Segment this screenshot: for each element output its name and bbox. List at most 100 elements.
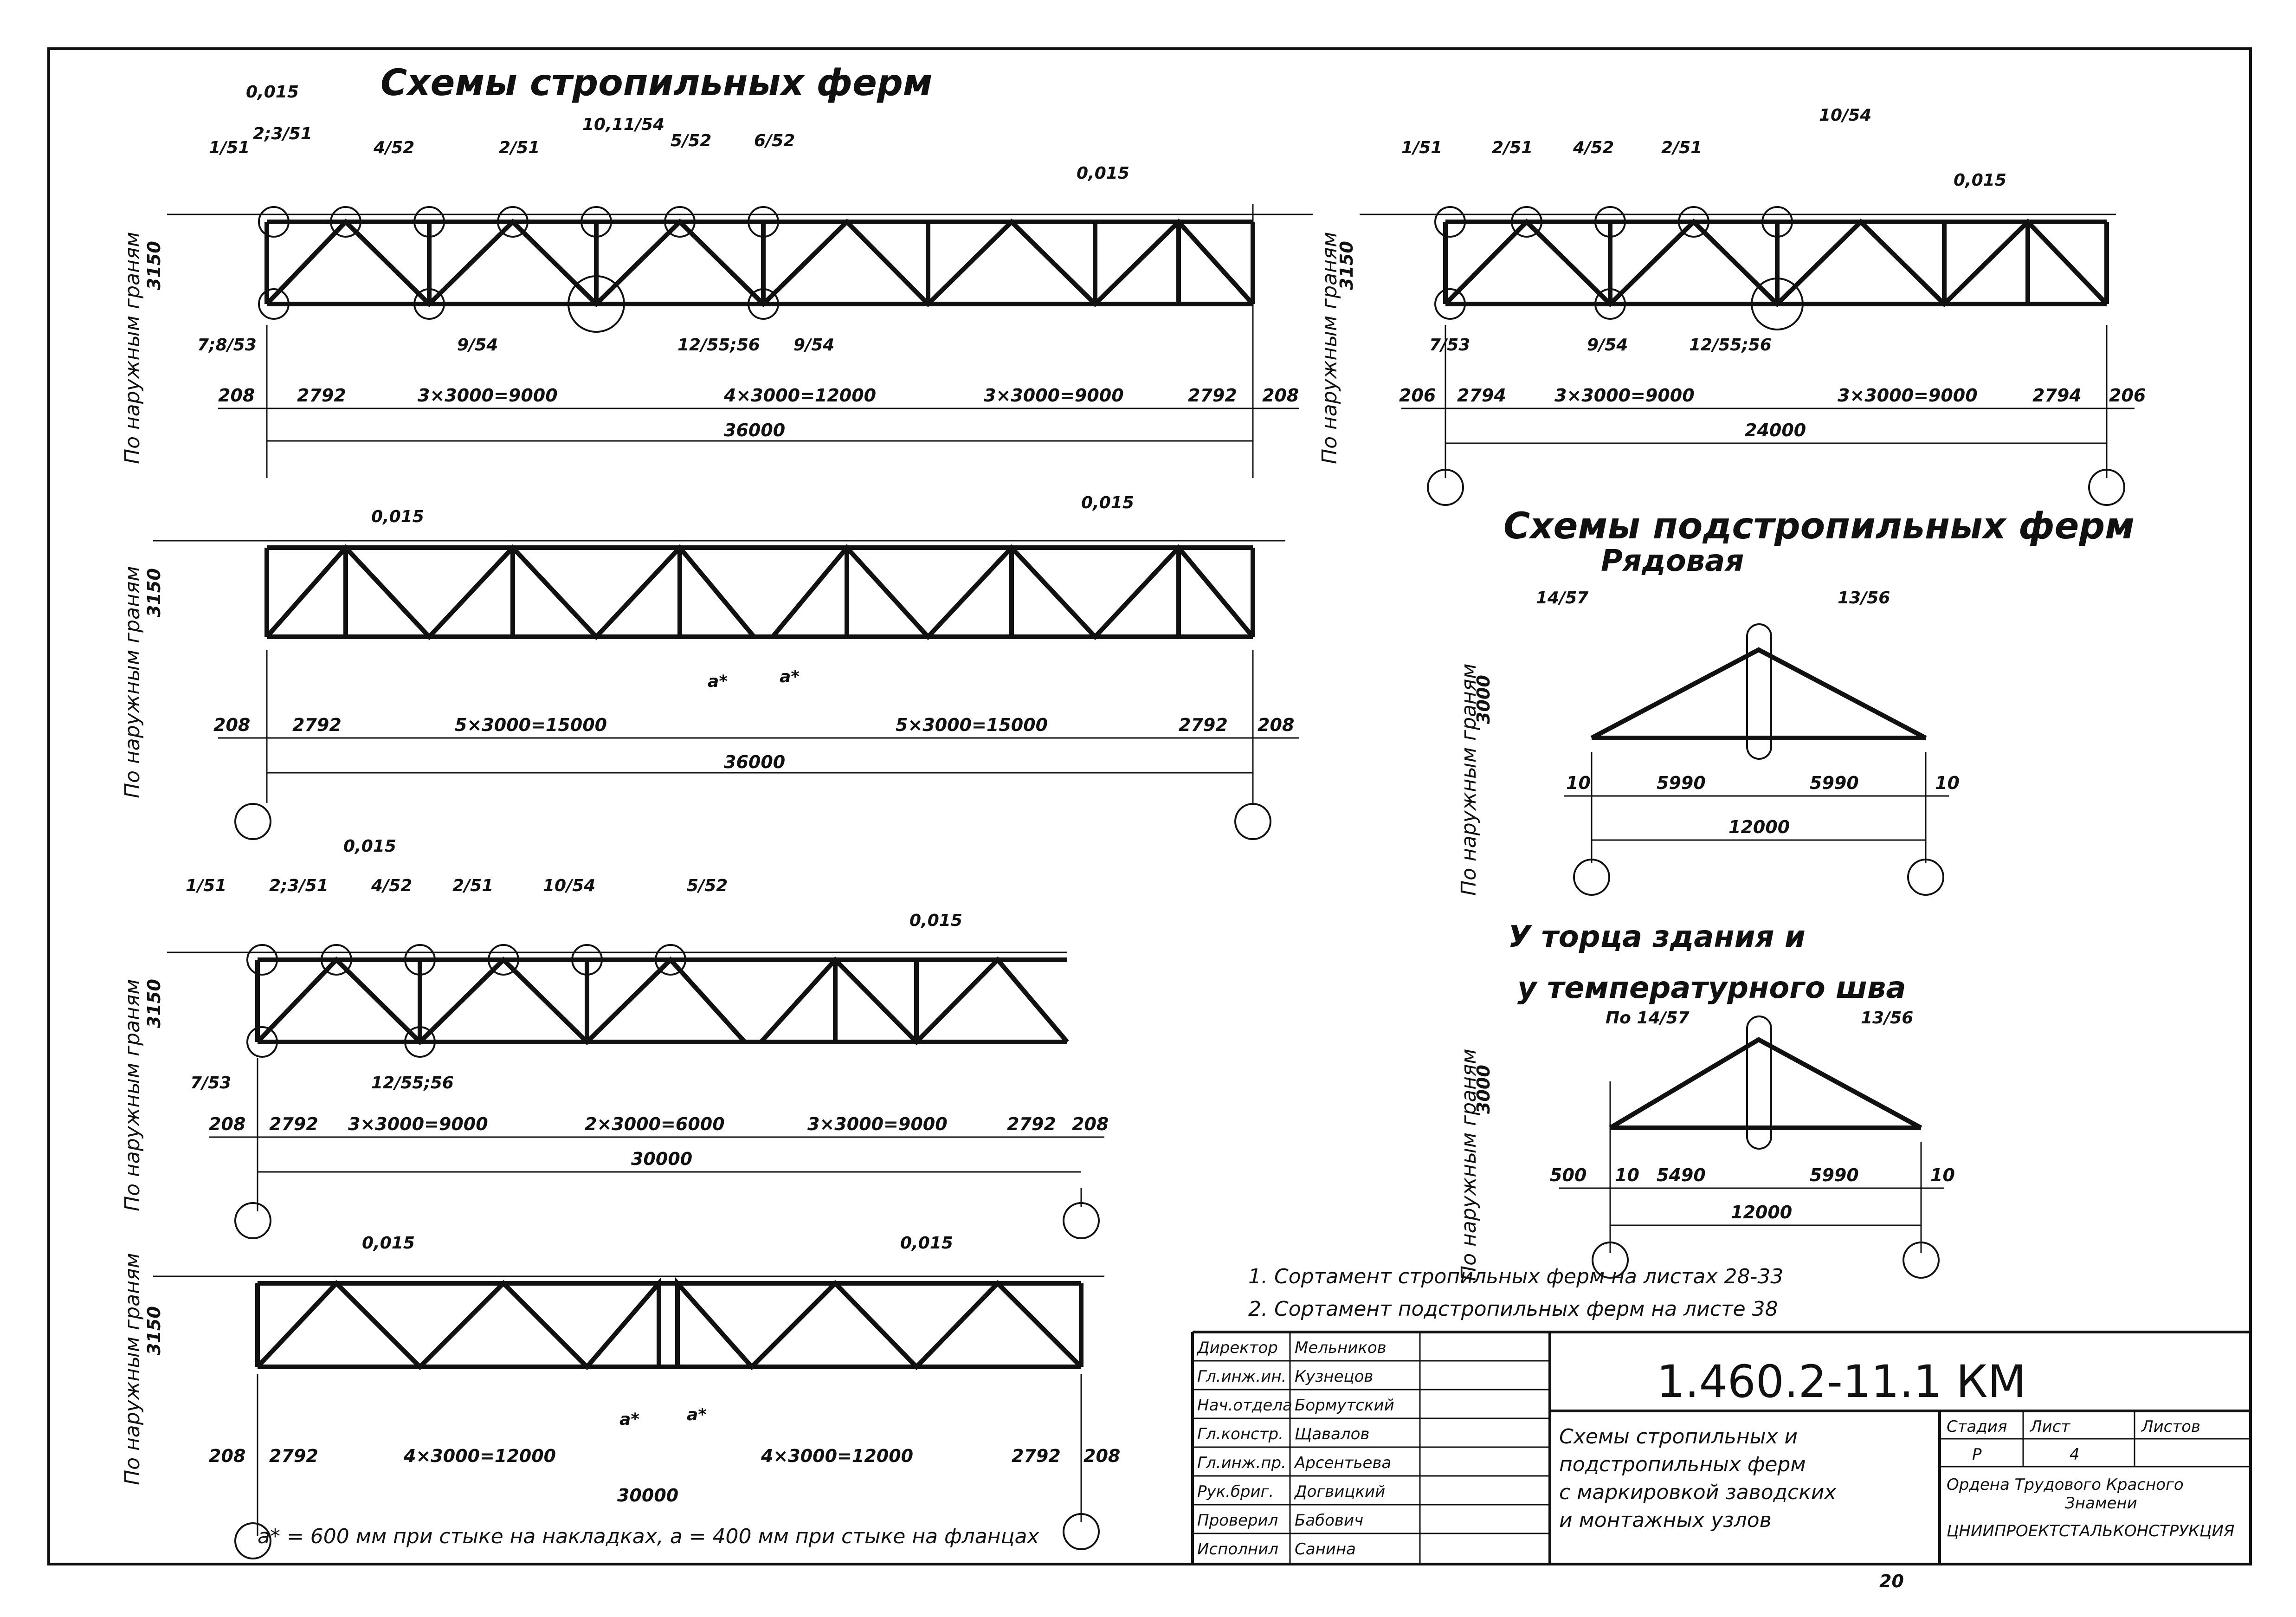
drawing-label-274: ЦНИИПРОЕКТСТАЛЬКОНСТРУКЦИЯ xyxy=(1947,1522,2235,1540)
drawing-label-36: 36000 xyxy=(724,420,785,440)
truss-30000-simple xyxy=(153,1275,1104,1559)
heading-roof-trusses: Схемы стропильных ферм xyxy=(381,62,933,104)
drawing-label-203: 10 xyxy=(1566,773,1591,793)
drawing-label-123: a* xyxy=(780,667,800,686)
drawing-label-254: Исполнил xyxy=(1197,1540,1278,1559)
drawing-label-122: a* xyxy=(708,672,728,691)
node-circle-72 xyxy=(1427,469,1464,506)
node-circle-73 xyxy=(2088,469,2125,506)
drawing-label-27: 3150 xyxy=(144,241,164,290)
drawing-label-206: 10 xyxy=(1935,773,1960,793)
drawing-label-34: 2792 xyxy=(1188,385,1237,406)
drawing-label-44: 5/52 xyxy=(671,131,711,150)
drawing-label-256: Кузнецов xyxy=(1295,1367,1373,1386)
drawing-label-261: Бабович xyxy=(1295,1511,1363,1530)
drawing-label-270: Р xyxy=(1972,1445,1982,1464)
title-block xyxy=(1191,1331,2251,1564)
drawing-label-182: 2792 xyxy=(269,1446,318,1466)
drawing-label-40: 2;3/51 xyxy=(253,124,312,143)
node-circle-137 xyxy=(488,944,519,976)
drawing-label-166: 7/53 xyxy=(190,1074,231,1093)
node-circle-139 xyxy=(655,944,686,976)
drawing-label-180: По наружным граням xyxy=(121,1253,144,1485)
drawing-label-266: и монтажных узлов xyxy=(1559,1508,1772,1532)
drawing-label-158: 0,015 xyxy=(343,837,396,856)
node-circle-20 xyxy=(413,288,445,320)
drawing-label-76: 206 xyxy=(1399,385,1436,406)
drawing-label-160: 1/51 xyxy=(186,876,226,895)
node-circle-178 xyxy=(1063,1513,1100,1550)
drawing-label-228: 13/56 xyxy=(1861,1009,1913,1028)
drawing-label-156: 208 xyxy=(1072,1114,1109,1134)
drawing-label-151: 2792 xyxy=(269,1114,318,1134)
drawing-label-167: 12/55;56 xyxy=(371,1074,454,1093)
drawing-label-183: 4×3000=12000 xyxy=(403,1446,556,1466)
drawing-label-264: подстропильных ферм xyxy=(1559,1453,1806,1476)
drawing-label-268: Лист xyxy=(2029,1417,2070,1436)
drawing-label-28: По наружным граням xyxy=(121,232,144,464)
drawing-label-191: a* xyxy=(687,1405,707,1424)
drawing-label-272: Ордена Трудового Красного xyxy=(1947,1475,2184,1494)
drawing-label-48: 12/55;56 xyxy=(677,336,760,355)
node-circle-64 xyxy=(1761,206,1793,238)
drawing-label-273: Знамени xyxy=(2065,1494,2137,1513)
drawing-label-117: 2792 xyxy=(1179,715,1228,735)
drawing-label-81: 206 xyxy=(2109,385,2146,406)
drawing-label-223: 5490 xyxy=(1657,1165,1706,1185)
drawing-label-204: 5990 xyxy=(1657,773,1706,793)
node-circle-135 xyxy=(321,944,352,976)
drawing-label-252: Рук.бриг. xyxy=(1197,1482,1274,1501)
drawing-label-121: 0,015 xyxy=(1081,493,1134,512)
drawing-label-260: Догвицкий xyxy=(1294,1482,1385,1501)
drawing-label-114: 2792 xyxy=(292,715,342,735)
drawing-label-224: 5990 xyxy=(1810,1165,1859,1185)
drawing-label-115: 5×3000=15000 xyxy=(455,715,607,735)
drawing-label-271: 4 xyxy=(2070,1445,2080,1464)
drawing-label-113: 208 xyxy=(213,715,250,735)
drawing-label-155: 2792 xyxy=(1007,1114,1056,1134)
drawing-label-79: 3×3000=9000 xyxy=(1838,385,1978,406)
drawing-label-165: 5/52 xyxy=(687,876,728,895)
drawing-label-205: 5990 xyxy=(1810,773,1859,793)
drawing-line-193 xyxy=(1590,647,1927,740)
drawing-label-120: 0,015 xyxy=(371,507,424,526)
drawing-label-149: По наружным граням xyxy=(121,979,144,1211)
drawing-label-80: 2794 xyxy=(2032,385,2082,406)
drawing-line-172 xyxy=(675,1277,1083,1371)
drawing-label-116: 5×3000=15000 xyxy=(896,715,1048,735)
drawing-label-86: 4/52 xyxy=(1573,138,1614,157)
node-circle-140 xyxy=(246,1026,278,1058)
drawing-label-184: 4×3000=12000 xyxy=(761,1446,913,1466)
drawing-label-219: 3000 xyxy=(1473,1065,1494,1114)
drawing-label-162: 4/52 xyxy=(371,876,412,895)
drawing-label-251: Гл.инж.пр. xyxy=(1197,1454,1286,1472)
drawing-label-250: Гл.констр. xyxy=(1197,1425,1283,1443)
heading-row-type: Рядовая xyxy=(1601,544,1744,578)
truss-24000 xyxy=(1360,206,2135,506)
drawing-label-42: 2/51 xyxy=(499,138,540,157)
drawing-label-118: 208 xyxy=(1258,715,1294,735)
drawing-label-33: 3×3000=9000 xyxy=(984,385,1124,406)
drawing-label-209: 13/56 xyxy=(1838,589,1890,608)
node-circle-60 xyxy=(1434,206,1466,238)
drawing-label-38: 0,015 xyxy=(1077,164,1129,183)
drawing-label-77: 2794 xyxy=(1457,385,1506,406)
drawing-label-150: 208 xyxy=(209,1114,245,1134)
drawing-label-186: 208 xyxy=(1084,1446,1120,1466)
drawing-label-188: 0,015 xyxy=(362,1234,415,1253)
drawing-label-29: 208 xyxy=(218,385,255,406)
footnote: a* = 600 мм при стыке на накладках, a = … xyxy=(258,1525,1039,1548)
drawing-label-47: 9/54 xyxy=(457,336,498,355)
drawing-label-185: 2792 xyxy=(1012,1446,1061,1466)
drawing-label-32: 4×3000=12000 xyxy=(723,385,876,406)
node-circle-19 xyxy=(258,288,290,320)
drawing-label-201: 3000 xyxy=(1473,675,1494,724)
drawing-label-220: По наружным граням xyxy=(1457,1049,1481,1281)
drawing-label-269: Листов xyxy=(2141,1417,2200,1436)
drawing-label-225: 10 xyxy=(1930,1165,1955,1185)
node-circle-138 xyxy=(571,944,603,976)
node-circle-147 xyxy=(1063,1202,1100,1239)
drawing-label-163: 2/51 xyxy=(452,876,493,895)
node-circle-21 xyxy=(568,275,625,333)
heading-end-wall-2: у температурного шва xyxy=(1517,971,1906,1005)
